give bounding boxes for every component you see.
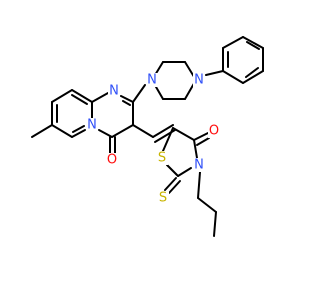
bond-tz4 [166, 164, 179, 177]
bond-pm-dbl1 [122, 100, 131, 106]
bond-ph6 [222, 36, 244, 49]
bond-ph-dbl1 [246, 41, 260, 50]
bond-ph3 [242, 70, 264, 84]
bond-ph1 [242, 36, 264, 49]
bond-c3-ch [132, 124, 154, 138]
atom-n-bridgehead-label: N [87, 118, 97, 133]
bond-pm4 [98, 129, 113, 138]
bond-ph-dbl2 [245, 67, 259, 78]
atom-n-piperazine-4-label: N [194, 73, 204, 88]
bond-py-dbl1 [71, 94, 88, 105]
bond-py1 [71, 89, 93, 103]
bond-tz-o1 [193, 132, 209, 141]
atom-n-pyrimidine: N [108, 84, 120, 99]
atom-s-thioxo-label: S [159, 191, 167, 206]
bond-py2 [51, 89, 73, 103]
bond-tz3 [177, 167, 192, 177]
bonds [31, 36, 264, 237]
atom-n-thiazolidine: N [193, 158, 205, 173]
bond-tz1 [172, 127, 195, 141]
bond-tz-s2 [168, 180, 181, 194]
bond-pm1 [120, 95, 134, 103]
bond-ph4 [222, 70, 244, 84]
bond-propyl2 [197, 197, 217, 213]
bond-pm6 [91, 92, 109, 103]
atom-s-thiazolidine-label: S [158, 151, 166, 166]
atom-s-thiazolidine: S [156, 151, 168, 166]
atom-n-piperazine-1: N [146, 73, 158, 88]
atom-n-piperazine-1-label: N [147, 73, 157, 88]
bond-tz-o2 [196, 137, 210, 146]
bond-tz5 [162, 127, 174, 152]
bond-py5 [71, 129, 86, 138]
bond-propyl3 [213, 211, 217, 237]
bond-methyl [31, 124, 53, 138]
atom-o-thiazolidinone: O [208, 124, 221, 139]
atom-n-piperazine-4: N [193, 73, 205, 88]
atom-o-thiazolidinone-label: O [209, 124, 219, 139]
bond-propyl1 [197, 171, 201, 199]
atom-o-pyrimidinone: O [106, 153, 119, 168]
bond-py4 [51, 124, 73, 138]
atom-n-pyrimidine-label: N [109, 84, 119, 99]
bond-tz-s1 [164, 177, 177, 191]
atom-n-bridgehead: N [86, 118, 98, 133]
molecule-structure: N N N N O S N [31, 36, 264, 237]
atom-labels: N N N N O S N [86, 73, 221, 206]
bond-ch-c5-a [152, 124, 174, 138]
atom-n-thiazolidine-label: N [194, 158, 204, 173]
bond-py-dbl3 [72, 125, 85, 133]
atom-o-pyrimidinone-label: O [107, 153, 117, 168]
bond-pm3 [111, 124, 134, 138]
bond-n1-c2 [132, 84, 146, 103]
bond-ph-n4 [205, 70, 224, 76]
bond-tz2 [193, 139, 198, 159]
atom-s-thioxo: S [157, 191, 169, 206]
